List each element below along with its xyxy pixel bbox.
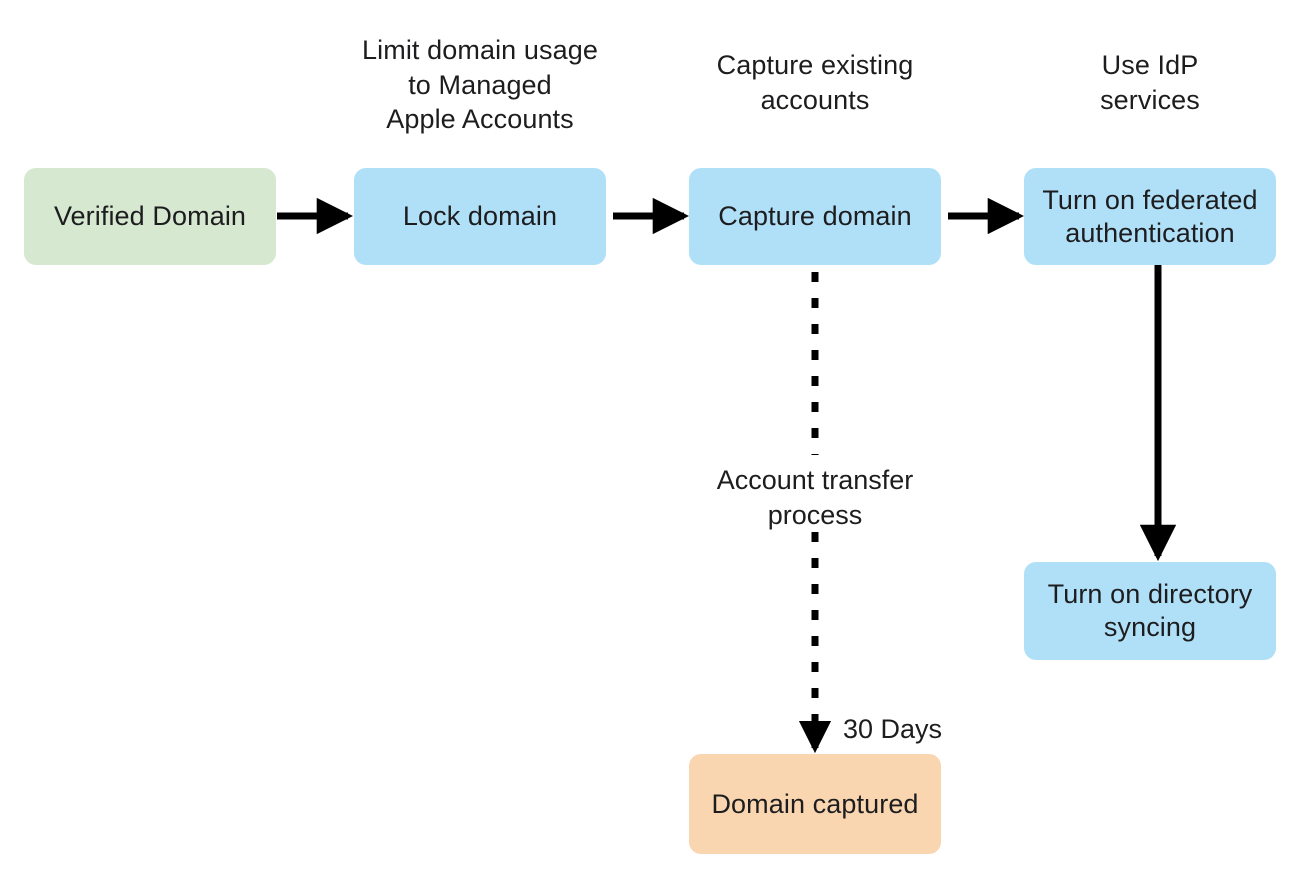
edge-label-account-transfer-process: Account transfer process (687, 463, 943, 532)
edge-label-30-days-text: 30 Days (843, 714, 943, 744)
node-domain-captured[interactable]: Domain captured (689, 754, 941, 854)
caption-capture-accounts-line-2: accounts (760, 84, 870, 115)
edge-label-30-days: 30 Days (843, 712, 1003, 747)
node-verified-domain-label: Verified Domain (53, 201, 247, 232)
edge-label-account-transfer-line-2: process (767, 499, 863, 530)
node-turn-on-directory-syncing[interactable]: Turn on directory syncing (1024, 562, 1276, 660)
node-domain-captured-label: Domain captured (711, 788, 919, 819)
node-verified-domain[interactable]: Verified Domain (24, 168, 276, 265)
caption-capture-accounts-line-1: Capture existing (716, 50, 914, 80)
caption-idp-services-line-1: Use IdP (1101, 50, 1199, 80)
node-federated-line-2: authentication (1065, 217, 1235, 248)
node-lock-domain[interactable]: Lock domain (354, 168, 606, 265)
node-turn-on-federated-authentication-label: Turn on federated authentication (1042, 184, 1257, 250)
caption-idp-services: Use IdP services (1022, 48, 1278, 117)
node-turn-on-directory-syncing-label: Turn on directory syncing (1048, 578, 1253, 644)
node-turn-on-federated-authentication[interactable]: Turn on federated authentication (1024, 168, 1276, 265)
caption-lock-domain: Limit domain usage to Managed Apple Acco… (352, 33, 608, 137)
caption-lock-domain-line-3: Apple Accounts (386, 104, 574, 135)
edge-label-account-transfer-line-1: Account transfer (716, 465, 914, 495)
caption-capture-accounts: Capture existing accounts (687, 48, 943, 117)
node-capture-domain[interactable]: Capture domain (689, 168, 941, 265)
node-lock-domain-label: Lock domain (402, 201, 558, 232)
caption-lock-domain-line-1: Limit domain usage (362, 35, 598, 65)
caption-idp-services-line-2: services (1100, 84, 1200, 115)
caption-lock-domain-line-2: to Managed (408, 69, 552, 100)
node-capture-domain-label: Capture domain (718, 201, 912, 232)
node-federated-line-1: Turn on federated (1042, 184, 1258, 215)
node-directory-line-1: Turn on directory (1047, 579, 1253, 610)
node-directory-line-2: syncing (1103, 612, 1197, 642)
